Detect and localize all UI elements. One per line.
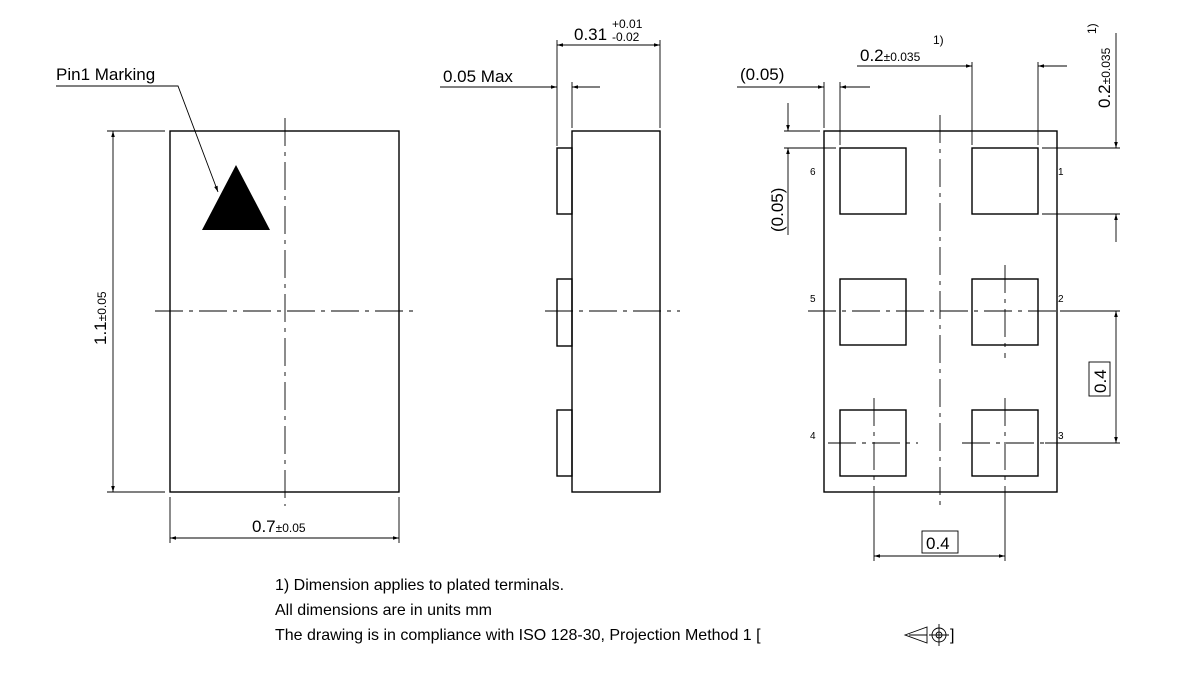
pad-offset-y-label: (0.05) <box>768 188 787 232</box>
terminal-side <box>556 409 573 477</box>
terminal-side <box>556 278 573 347</box>
pad-height-label: 0.2±0.035 <box>1095 47 1114 108</box>
side-view: 0.31 +0.01 -0.02 0.05 Max <box>440 17 680 493</box>
pad-width-label: 0.2±0.035 <box>860 46 921 65</box>
horizontal-pitch-label: 0.4 <box>926 534 950 553</box>
pin-number-5: 5 <box>810 294 816 305</box>
pad-1 <box>971 147 1039 215</box>
projection-method-icon <box>903 624 949 646</box>
thickness-tol-plus: +0.01 <box>612 17 643 31</box>
thickness-tol-minus: -0.02 <box>612 30 640 44</box>
pin1-triangle-marker <box>202 165 270 230</box>
note-bracket-close: ] <box>950 627 954 644</box>
top-view: Pin1 Marking 1.1±0.05 0.7±0.05 <box>56 65 413 543</box>
pin1-leader <box>56 85 219 193</box>
note-iso-compliance: The drawing is in compliance with ISO 12… <box>275 627 761 644</box>
pin1-marking-label: Pin1 Marking <box>56 65 155 84</box>
pad-height-note: 1) <box>1085 23 1099 34</box>
pad-6 <box>839 147 907 215</box>
pin-number-4: 4 <box>810 431 816 442</box>
standoff-dim-label: 0.05 Max <box>443 67 513 86</box>
height-dim-label: 1.1±0.05 <box>91 291 110 345</box>
pin-number-3: 3 <box>1058 431 1064 442</box>
note-units: All dimensions are in units mm <box>275 602 492 619</box>
package-body-side <box>571 130 661 493</box>
pad-width-note: 1) <box>933 33 944 47</box>
notes: 1) Dimension applies to plated terminals… <box>275 577 954 646</box>
package-body-top <box>169 130 400 493</box>
pin-number-2: 2 <box>1058 294 1064 305</box>
pad-5 <box>839 278 907 346</box>
pin-number-1: 1 <box>1058 167 1064 178</box>
pin-number-6: 6 <box>810 167 816 178</box>
width-dim-label: 0.7±0.05 <box>252 517 306 536</box>
thickness-dim-label: 0.31 <box>574 25 607 44</box>
pad-offset-x-label: (0.05) <box>740 65 784 84</box>
note-plated-terminals: 1) Dimension applies to plated terminals… <box>275 577 564 594</box>
terminal-side <box>556 147 573 215</box>
vertical-pitch-label: 0.4 <box>1091 369 1110 393</box>
package-body-bottom <box>823 130 1058 493</box>
bottom-view: 6 5 4 1 2 3 (0.05) 0.2±0.035 1) 0.2±0.03… <box>737 23 1120 561</box>
